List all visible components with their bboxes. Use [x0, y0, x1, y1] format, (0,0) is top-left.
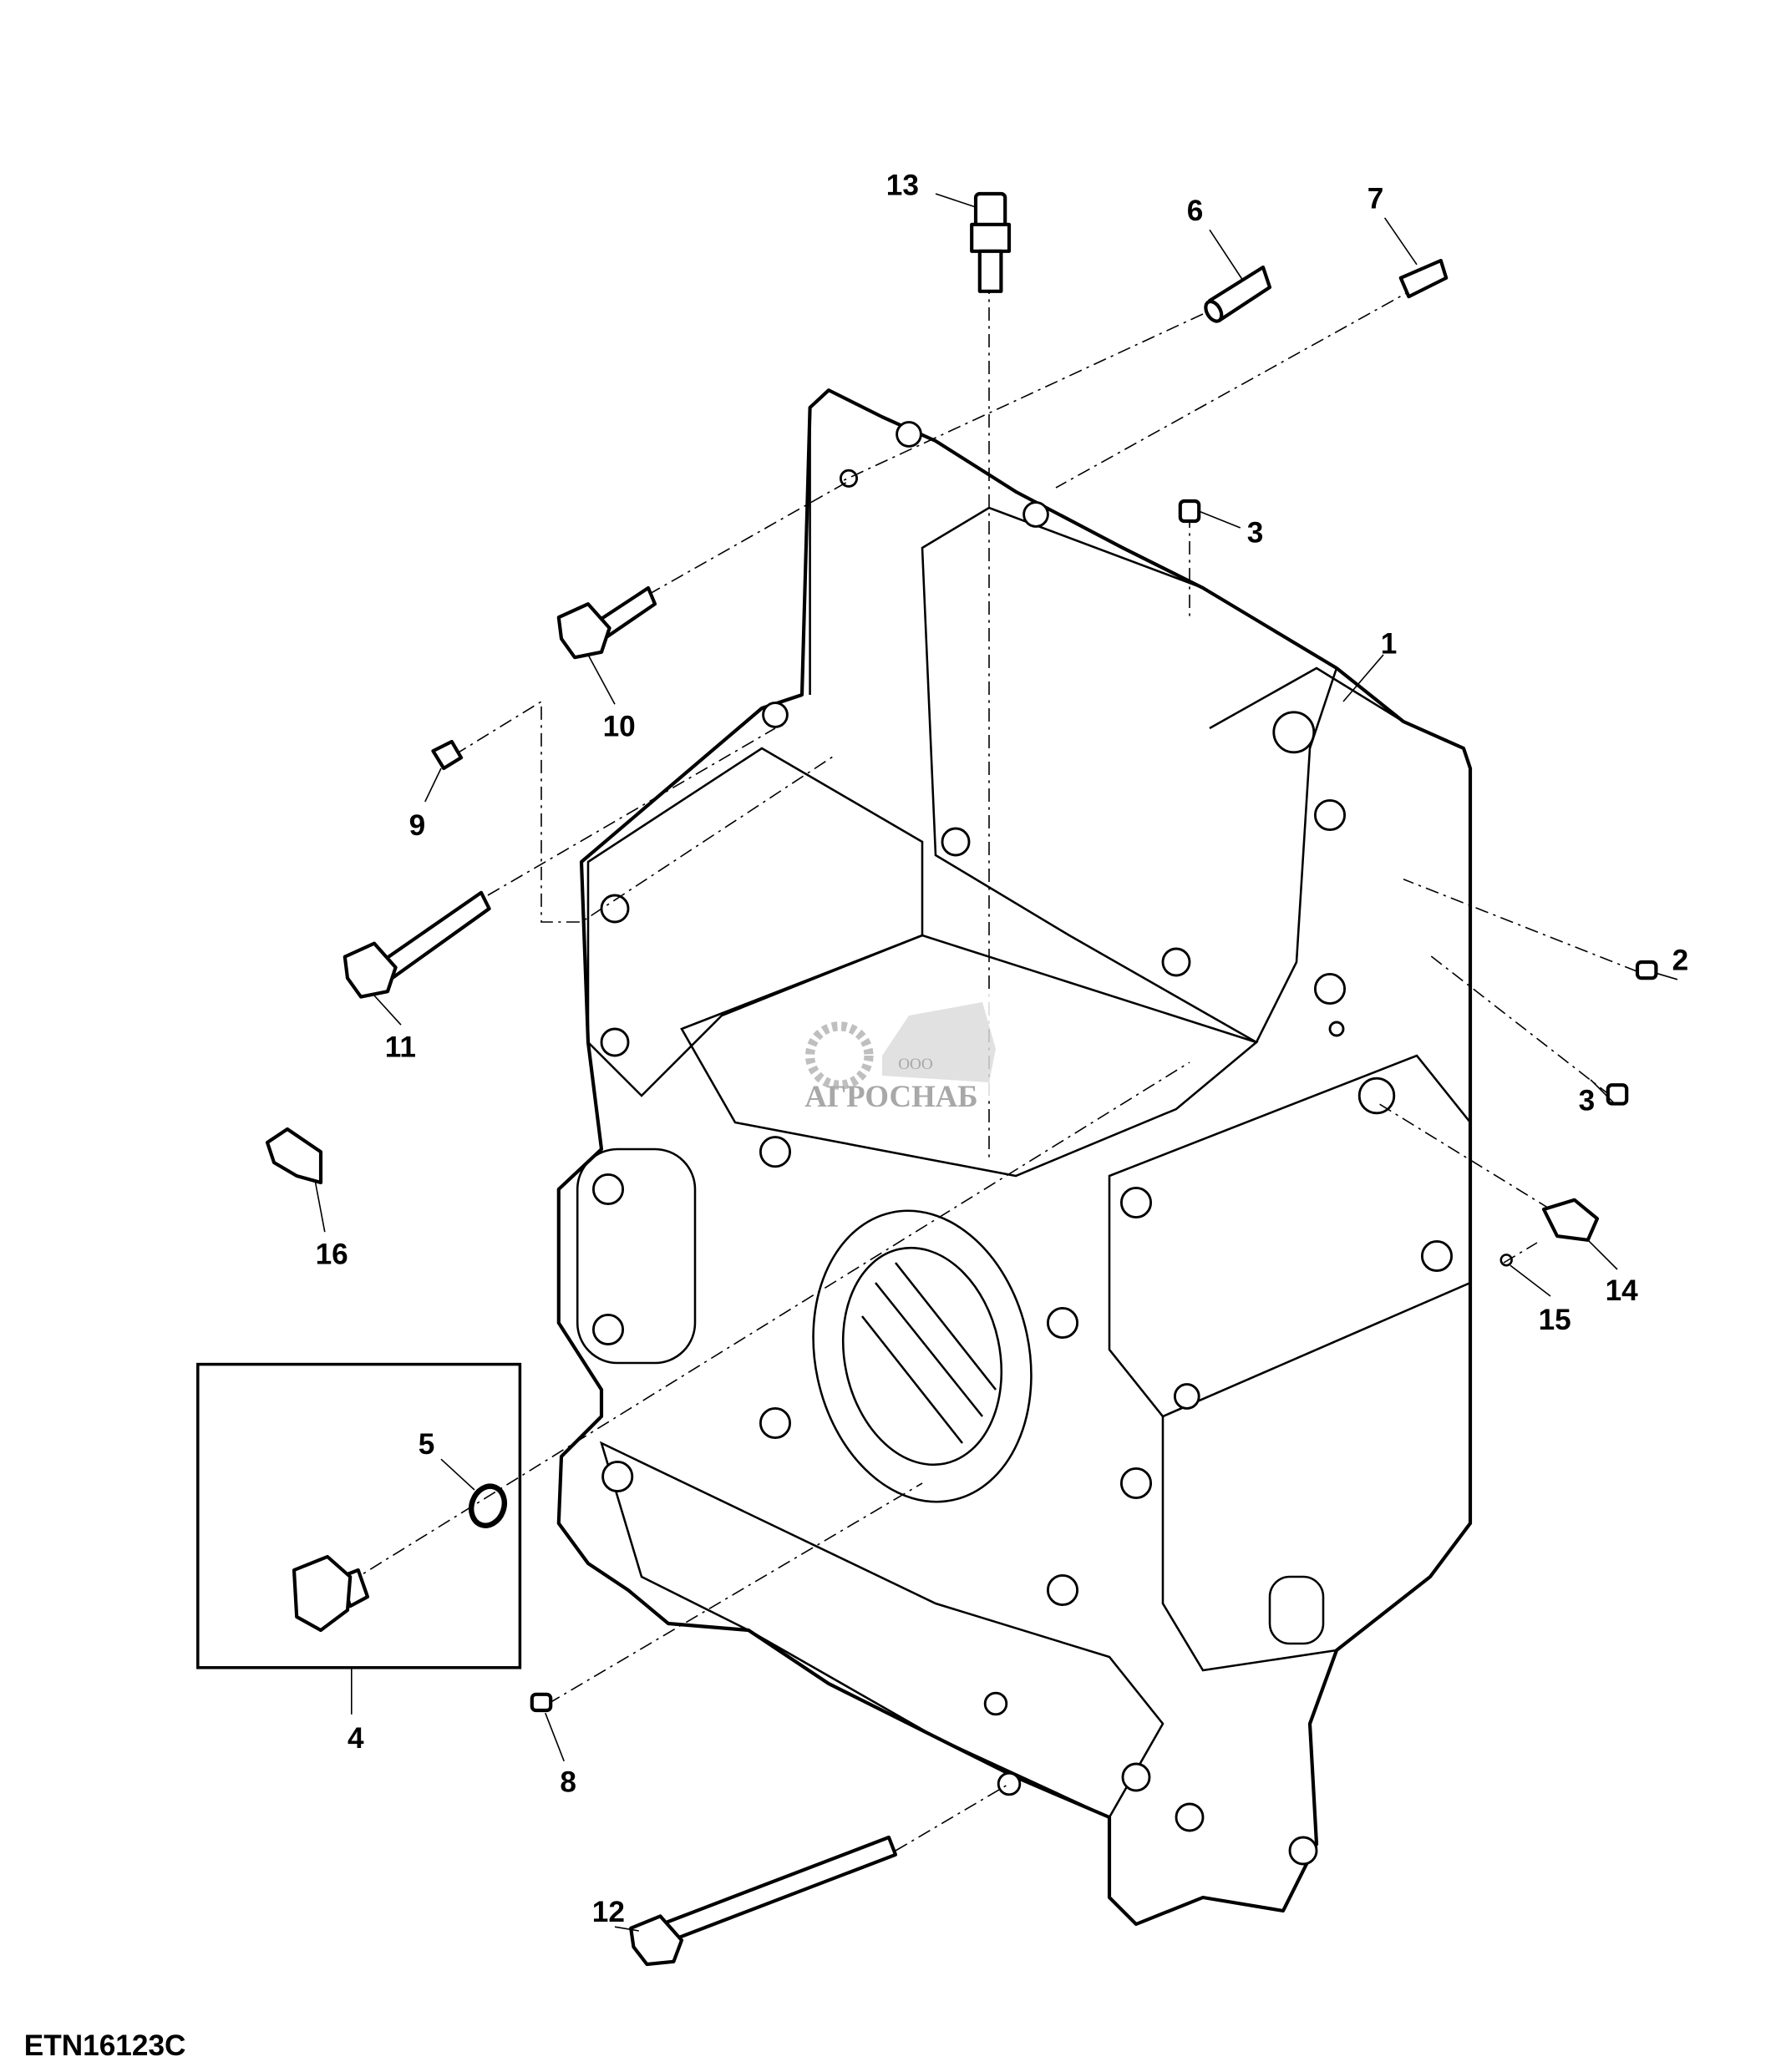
callout-4: 4	[348, 1722, 364, 1755]
callout-10: 10	[603, 711, 636, 743]
callout-3-top: 3	[1247, 517, 1264, 550]
callout-labels: 13 6 7 3 1 10 9 2 11 3 16 14 15 5 4 8 12…	[24, 170, 1688, 2062]
part-11-cap-screw	[343, 890, 491, 999]
part-12-cap-screw	[629, 1835, 898, 1967]
part-16-clip	[265, 1127, 323, 1185]
part-9-plug	[431, 739, 464, 771]
part-13-sensor	[970, 191, 1012, 293]
callout-13: 13	[886, 170, 919, 202]
callout-11: 11	[385, 1031, 416, 1064]
callout-1: 1	[1381, 627, 1398, 660]
part-14-elbow-fitting	[1541, 1198, 1600, 1242]
assembly-centerlines	[347, 281, 1638, 1852]
figure-id: ETN16123C	[24, 2029, 186, 2062]
callout-5: 5	[419, 1428, 435, 1461]
callout-6: 6	[1187, 195, 1204, 227]
callout-14: 14	[1606, 1274, 1639, 1307]
part-3-plug-right	[1606, 1083, 1629, 1106]
callout-3-right: 3	[1579, 1085, 1596, 1117]
part-15-o-ring	[1499, 1254, 1513, 1267]
callout-15: 15	[1539, 1304, 1571, 1336]
mounting-holes	[591, 421, 1454, 1866]
part-4-drain-plug	[292, 1554, 370, 1633]
part-6-dowel-pin	[1204, 265, 1272, 323]
part-7-dowel-pin	[1398, 258, 1449, 299]
transmission-housing	[556, 388, 1473, 1927]
part-8-plug	[530, 1692, 553, 1713]
part-10-cap-screw	[556, 585, 657, 660]
callout-7: 7	[1368, 183, 1384, 215]
svg-text:АГРОСНАБ: АГРОСНАБ	[804, 1079, 977, 1113]
callout-2: 2	[1672, 945, 1689, 977]
agrosnab-watermark-logo: ООО АГРОСНАБ	[802, 989, 1002, 1113]
part-5-o-ring	[468, 1483, 508, 1528]
svg-text:ООО: ООО	[898, 1056, 933, 1073]
kit-box	[196, 1362, 522, 1669]
part-3-plug-top	[1178, 499, 1201, 524]
callout-8: 8	[560, 1766, 576, 1799]
part-2-plug	[1635, 960, 1658, 980]
callout-12: 12	[592, 1896, 625, 1928]
callout-9: 9	[409, 809, 426, 842]
callout-16: 16	[316, 1239, 348, 1271]
leader-lines	[314, 193, 1678, 1932]
